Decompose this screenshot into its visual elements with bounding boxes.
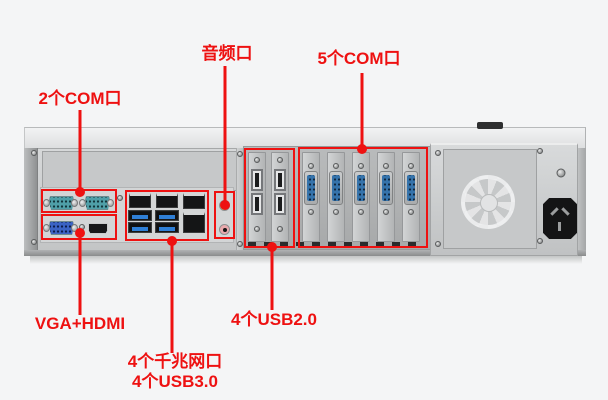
screw xyxy=(556,168,566,178)
leader-line-com5 xyxy=(360,73,364,150)
usb2-port-4 xyxy=(274,193,286,215)
screw-post-icon xyxy=(79,199,86,207)
lan-port-4 xyxy=(183,212,205,233)
screw xyxy=(358,163,364,169)
card-com-port-5 xyxy=(404,171,418,205)
lan-port-2 xyxy=(156,193,178,208)
hdmi-port xyxy=(88,223,108,234)
chassis-shadow xyxy=(30,256,582,264)
screw xyxy=(333,163,339,169)
screw xyxy=(254,157,260,163)
card-com-port-3 xyxy=(354,171,368,205)
usb2-port-2 xyxy=(251,193,263,215)
lan-port-3 xyxy=(183,193,205,209)
leader-dot-lan-usb3 xyxy=(167,236,177,246)
label-com2: 2个COM口 xyxy=(38,89,122,108)
label-lan-usb3-line2: 4个USB3.0 xyxy=(132,372,218,391)
leader-dot-audio xyxy=(220,200,230,210)
leader-line-audio xyxy=(223,66,227,206)
leader-dot-usb2 xyxy=(267,242,277,252)
card-com-port-1 xyxy=(304,171,318,205)
leader-line-vga-hdmi xyxy=(78,231,82,315)
com-port-1 xyxy=(43,195,78,210)
screw xyxy=(333,209,339,215)
usb2-port-1 xyxy=(251,169,263,191)
screw xyxy=(358,209,364,215)
power-pin xyxy=(550,207,559,216)
usb3-port-2 xyxy=(128,222,152,233)
chassis-bottom-edge xyxy=(24,250,586,256)
psu-fan xyxy=(461,175,515,229)
screw xyxy=(277,226,283,232)
com-port-2-face xyxy=(85,196,110,210)
power-inlet xyxy=(543,198,577,239)
power-pin xyxy=(561,207,570,216)
screw xyxy=(383,209,389,215)
lan-port-1 xyxy=(129,193,151,208)
screw xyxy=(537,238,543,244)
leader-line-lan-usb3 xyxy=(170,240,174,353)
label-usb2: 4个USB2.0 xyxy=(231,310,317,329)
screw xyxy=(435,241,441,247)
screw xyxy=(237,151,243,157)
screw-post-icon xyxy=(43,224,50,232)
power-pin xyxy=(558,222,561,231)
screw xyxy=(383,163,389,169)
card-com-port-2 xyxy=(329,171,343,205)
screw xyxy=(537,148,543,154)
screw xyxy=(254,226,260,232)
screw xyxy=(31,239,37,245)
usb3-port-1 xyxy=(128,210,152,221)
screw-post-icon xyxy=(107,199,114,207)
label-lan-usb3: 4个千兆网口 4个USB3.0 xyxy=(128,352,222,392)
screw-post-icon xyxy=(43,199,50,207)
label-vga-hdmi: VGA+HDMI xyxy=(34,314,126,333)
card-com-port-4 xyxy=(379,171,393,205)
leader-line-com2 xyxy=(78,110,82,192)
audio-mic-jack xyxy=(219,224,230,235)
com-port-2 xyxy=(79,195,114,210)
chassis-right-edge xyxy=(576,148,586,256)
screw xyxy=(408,209,414,215)
screw xyxy=(435,150,441,156)
chassis-top-handle xyxy=(477,122,503,129)
screw xyxy=(408,163,414,169)
callout-box-lan-usb3 xyxy=(125,190,209,241)
label-com5: 5个COM口 xyxy=(317,49,401,68)
screw xyxy=(308,163,314,169)
chassis-left-edge xyxy=(24,148,38,256)
vga-port xyxy=(43,220,78,235)
vent-grille-main xyxy=(42,151,240,191)
screw xyxy=(237,241,243,247)
screw xyxy=(117,195,123,201)
leader-dot-com2 xyxy=(75,187,85,197)
screw xyxy=(308,209,314,215)
label-audio: 音频口 xyxy=(201,44,253,63)
callout-box-com5 xyxy=(298,147,428,248)
leader-dot-vga-hdmi xyxy=(75,228,85,238)
usb3-port-4 xyxy=(155,222,179,233)
screw xyxy=(31,150,37,156)
usb2-port-3 xyxy=(274,169,286,191)
label-lan-usb3-line1: 4个千兆网口 xyxy=(127,352,223,371)
usb3-port-3 xyxy=(155,210,179,221)
leader-dot-com5 xyxy=(357,144,367,154)
callout-box-usb2 xyxy=(244,148,295,248)
leader-line-usb2 xyxy=(270,246,274,310)
screw-post-icon xyxy=(71,199,78,207)
slot-vent-dashes xyxy=(248,242,424,246)
psu-vent-grille xyxy=(443,149,537,249)
screw xyxy=(277,157,283,163)
